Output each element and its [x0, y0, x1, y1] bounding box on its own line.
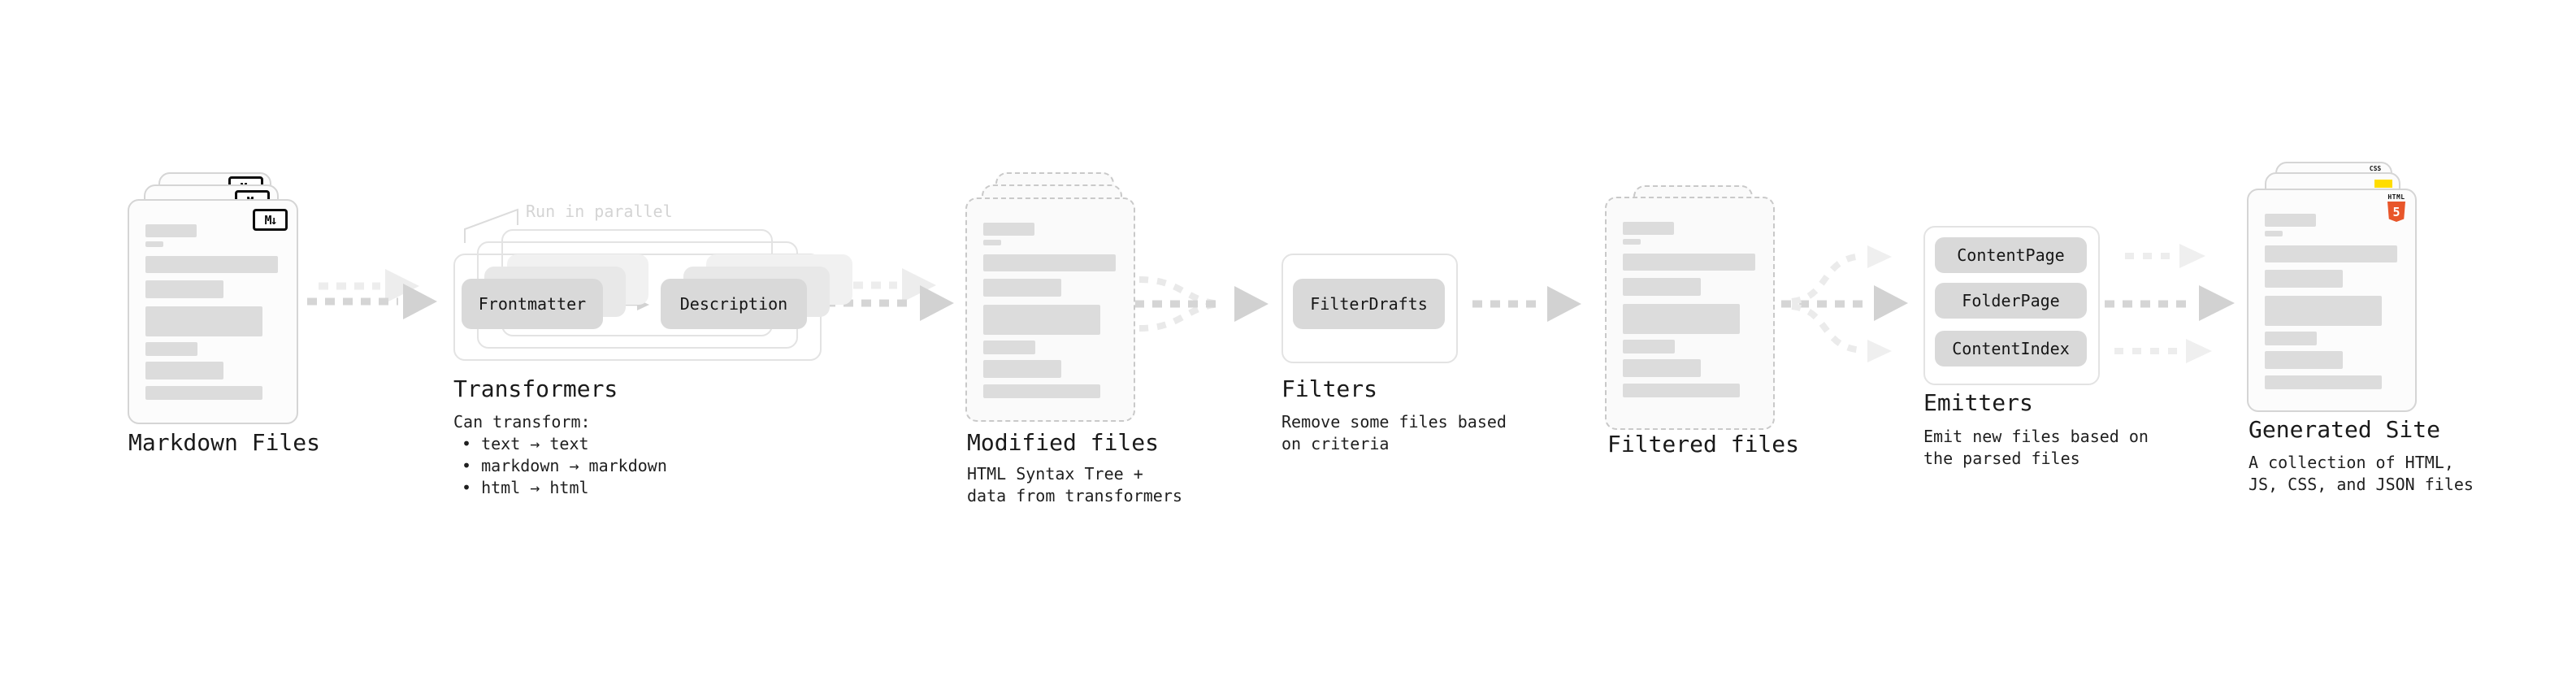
- node-filtered-files: [1605, 185, 1780, 430]
- node-modified-files: [965, 172, 1152, 432]
- filters-caption: Remove some files based on criteria: [1281, 411, 1507, 455]
- arrow-filtered-to-emitters-fan: [1781, 245, 1908, 362]
- caption-line: JS, CSS, and JSON files: [2249, 475, 2474, 494]
- run-in-parallel-annotation: Run in parallel: [526, 202, 673, 221]
- emitters-caption: Emit new files based on the parsed files: [1923, 426, 2149, 470]
- skeleton-bar: [1623, 239, 1641, 245]
- skeleton-bar: [145, 306, 262, 336]
- folderpage-pill: FolderPage: [1935, 283, 2087, 319]
- caption-line: on criteria: [1281, 434, 1390, 453]
- skeleton-bar: [1623, 278, 1701, 296]
- skeleton-bar: [1623, 254, 1755, 271]
- skeleton-bar: [983, 305, 1100, 335]
- emitters-title: Emitters: [1923, 389, 2033, 416]
- skeleton-bar: [145, 280, 223, 298]
- skeleton-bar: [1623, 340, 1675, 354]
- arrow-emitters-to-generated: [2105, 244, 2235, 363]
- skeleton-bar: [2265, 296, 2382, 326]
- skeleton-bar: [983, 384, 1100, 398]
- skeleton-bar: [2265, 245, 2397, 262]
- filters-title: Filters: [1281, 375, 1378, 402]
- caption-bullet: • html → html: [462, 478, 589, 497]
- frontmatter-pill: Frontmatter: [462, 279, 603, 329]
- description-pill: Description: [661, 279, 807, 329]
- modified-files-caption: HTML Syntax Tree + data from transformer…: [967, 463, 1182, 507]
- node-markdown-files: M↓ M↓ M↓: [128, 172, 323, 432]
- arrow-filters-to-filtered: [1472, 286, 1581, 322]
- contentpage-pill: ContentPage: [1935, 237, 2087, 273]
- skeleton-bar: [983, 254, 1116, 271]
- skeleton-bar: [145, 224, 197, 237]
- filtered-files-title: Filtered files: [1607, 431, 1800, 458]
- skeleton-bar: [1623, 359, 1701, 377]
- skeleton-bar: [2265, 231, 2283, 236]
- skeleton-bar: [2265, 270, 2343, 288]
- markdown-file-icon: M↓: [253, 209, 288, 231]
- node-emitters: ContentPage FolderPage ContentIndex: [1923, 226, 2100, 385]
- caption-bullet: • markdown → markdown: [462, 456, 667, 475]
- file-card-front: HTML 5: [2247, 189, 2417, 412]
- modified-files-title: Modified files: [967, 429, 1160, 456]
- skeleton-bar: [1623, 222, 1674, 235]
- generated-site-caption: A collection of HTML, JS, CSS, and JSON …: [2249, 452, 2474, 496]
- caption-line: the parsed files: [1923, 449, 2080, 468]
- skeleton-bar: [1623, 384, 1740, 397]
- skeleton-bar: [983, 360, 1061, 378]
- skeleton-bar: [2265, 332, 2317, 345]
- file-card-front: M↓: [128, 199, 298, 424]
- html5-icon: HTML 5: [2386, 193, 2407, 222]
- transformers-caption: Can transform: • text → text • markdown …: [453, 411, 667, 499]
- contentindex-pill: ContentIndex: [1935, 331, 2087, 367]
- skeleton-bar: [145, 386, 262, 400]
- markdown-files-title: Markdown Files: [128, 429, 321, 456]
- arrow-modified-to-filters-converge: [1134, 276, 1268, 332]
- skeleton-bar: [2265, 375, 2382, 389]
- skeleton-bar: [983, 240, 1001, 245]
- skeleton-bar: [2265, 351, 2343, 369]
- skeleton-bar: [983, 340, 1035, 354]
- node-generated-site: CSS HTML 5: [2247, 162, 2422, 414]
- caption-bullet: • text → text: [462, 434, 589, 453]
- transformers-title: Transformers: [453, 375, 618, 402]
- skeleton-bar: [145, 256, 278, 273]
- skeleton-bar: [145, 362, 223, 380]
- skeleton-bar: [145, 342, 197, 356]
- node-filters: FilterDrafts: [1281, 254, 1458, 363]
- caption-line: A collection of HTML,: [2249, 453, 2454, 472]
- file-card-front: [965, 197, 1135, 422]
- caption-line: data from transformers: [967, 486, 1182, 505]
- skeleton-bar: [983, 223, 1034, 236]
- arrow-markdown-to-transformers: [307, 269, 437, 319]
- skeleton-bar: [145, 241, 163, 247]
- skeleton-bar: [2265, 214, 2316, 227]
- caption-line: Emit new files based on: [1923, 427, 2149, 446]
- generated-site-title: Generated Site: [2249, 416, 2441, 443]
- filterdrafts-pill: FilterDrafts: [1293, 279, 1445, 329]
- skeleton-bar: [983, 279, 1061, 297]
- javascript-icon: [2374, 180, 2392, 188]
- caption-line: Remove some files based: [1281, 412, 1507, 432]
- caption-line: HTML Syntax Tree +: [967, 464, 1143, 484]
- skeleton-bar: [1623, 304, 1740, 334]
- file-card-front: [1605, 197, 1775, 430]
- caption-line: Can transform:: [453, 412, 591, 432]
